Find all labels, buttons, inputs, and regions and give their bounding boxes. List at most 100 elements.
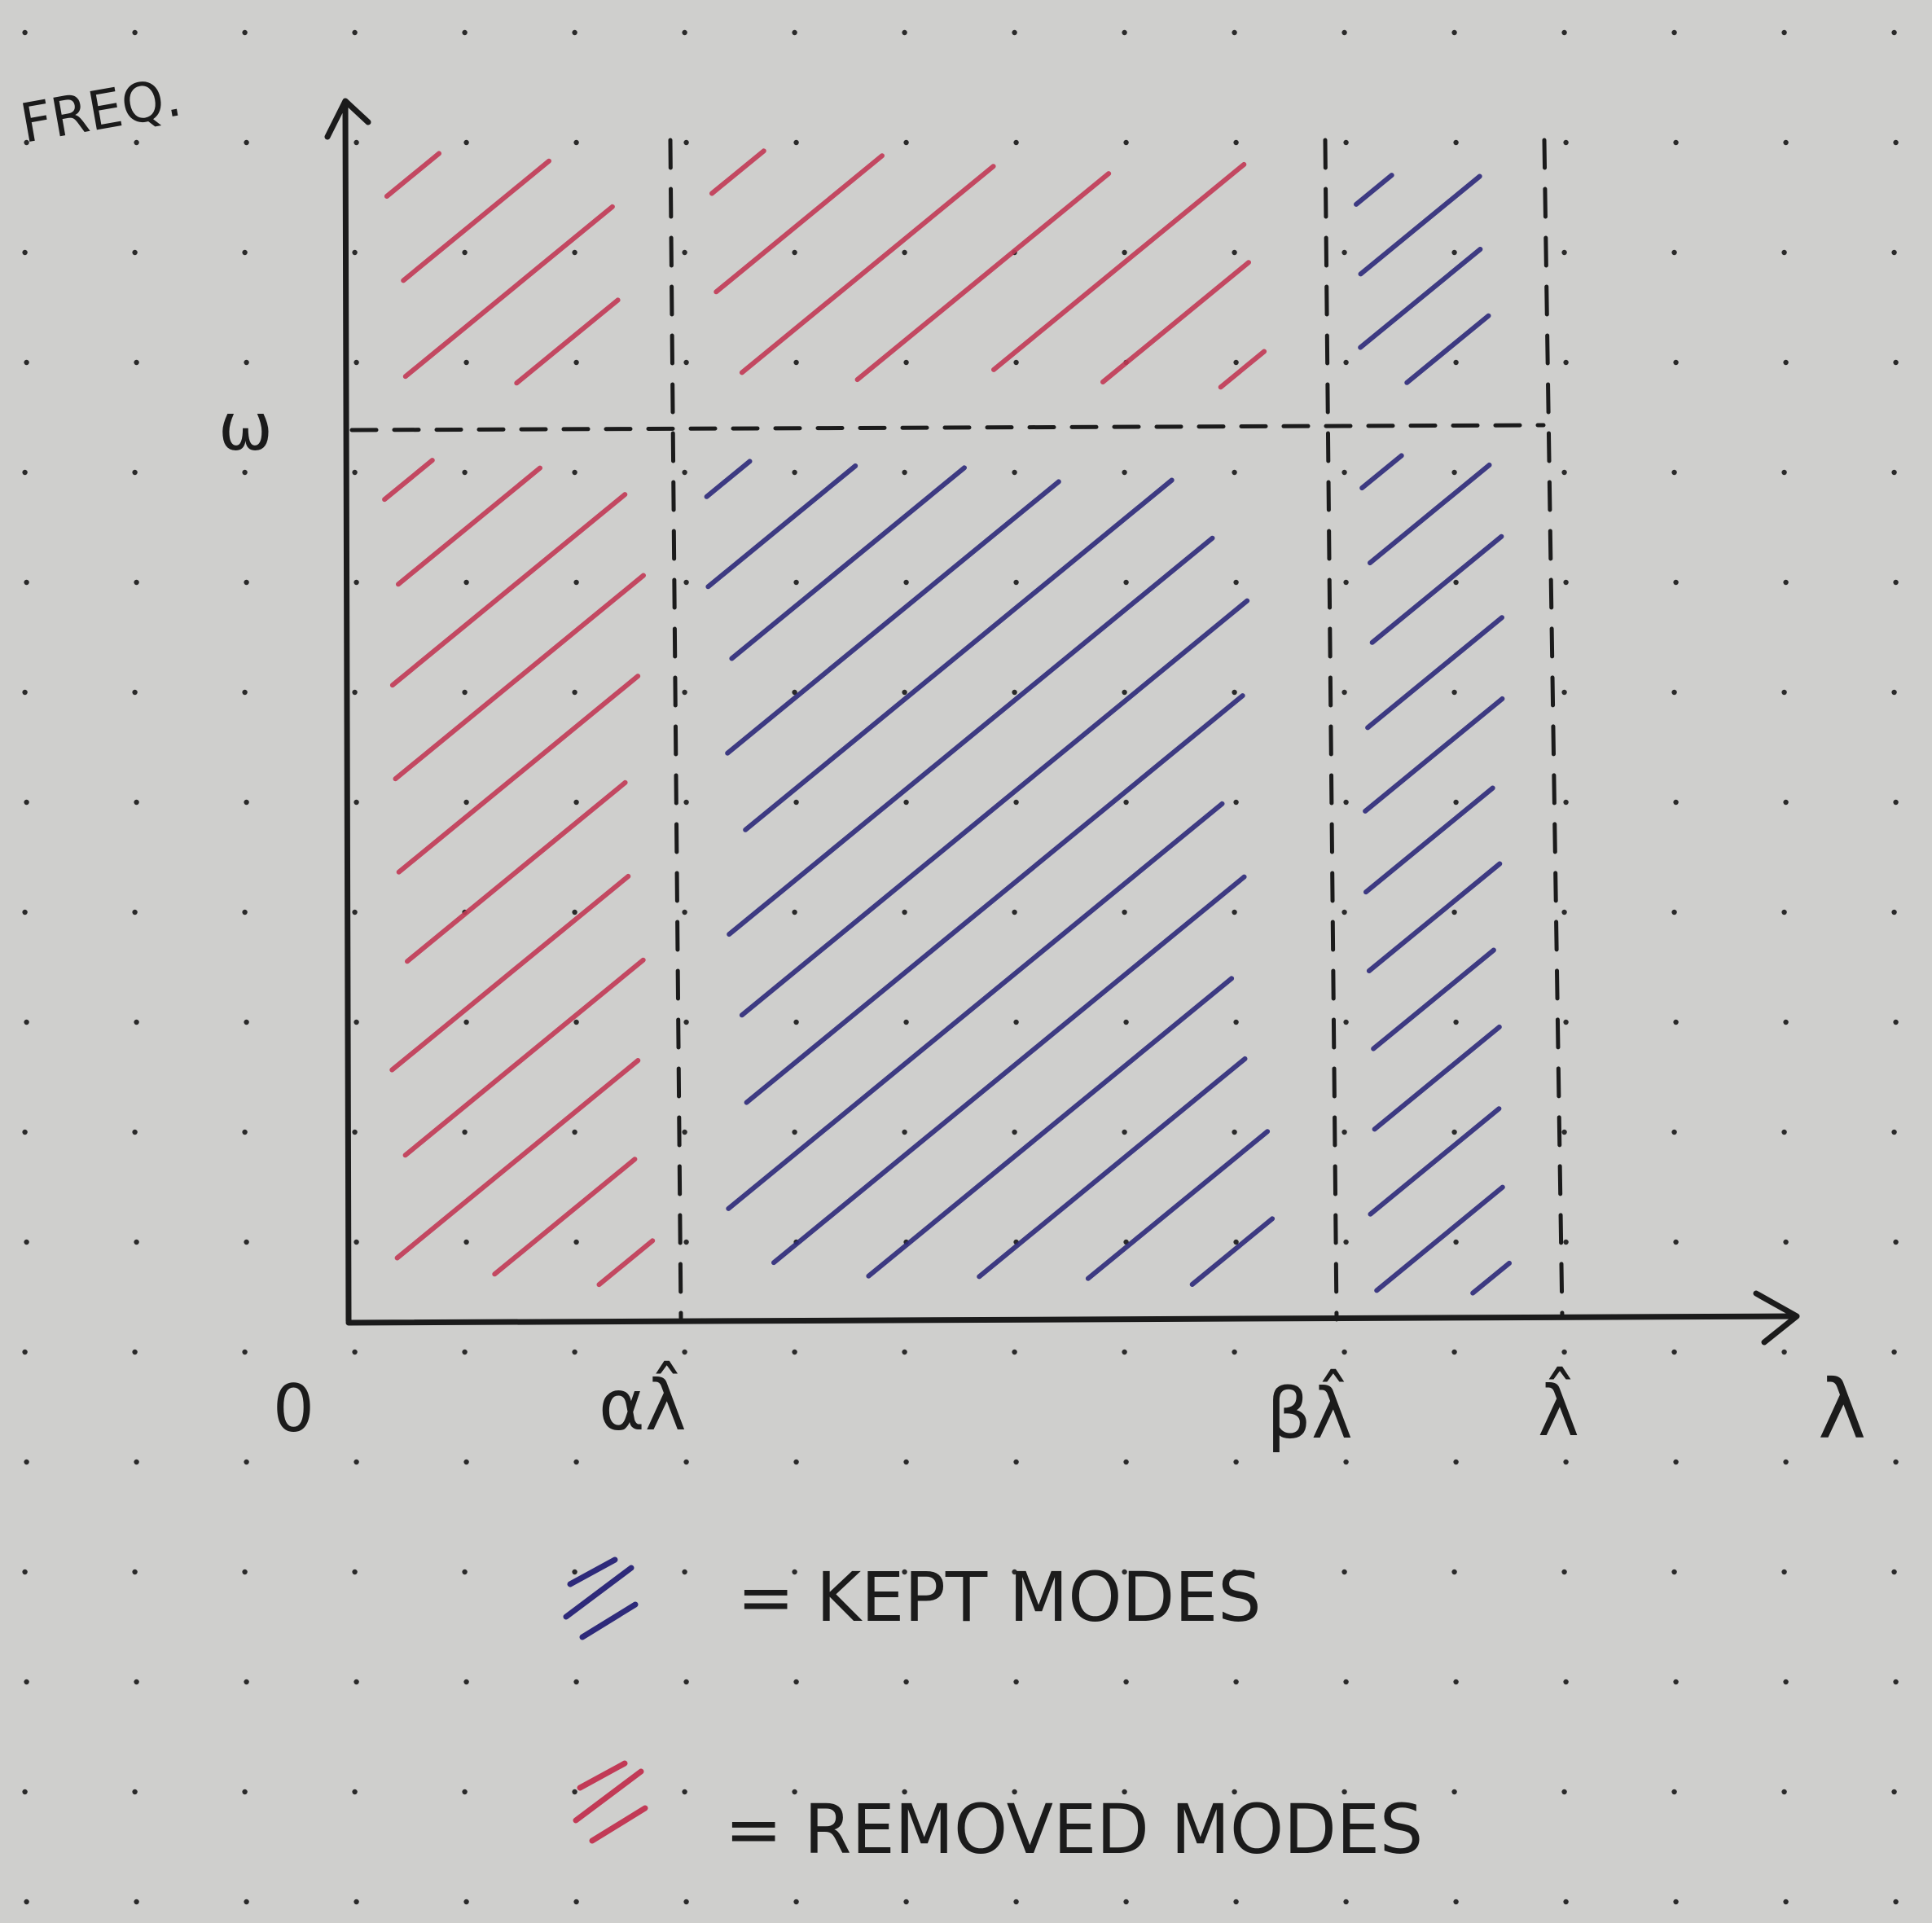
grid-dot: [1673, 139, 1679, 146]
grid-dot: [1123, 139, 1129, 146]
grid-dot: [1233, 1239, 1239, 1245]
grid-dot: [1671, 469, 1677, 476]
grid-dot: [244, 1239, 249, 1245]
grid-dot: [352, 689, 358, 696]
grid-dot: [1671, 689, 1677, 696]
grid-dot: [353, 1459, 359, 1465]
grid-dot: [1343, 579, 1349, 586]
hatch-stroke-kept: [977, 1056, 1248, 1280]
grid-dot: [1451, 689, 1457, 696]
grid-dot: [463, 1019, 469, 1025]
omega-label: ω: [218, 389, 273, 465]
grid-dot: [1341, 689, 1347, 696]
grid-dot: [242, 1569, 248, 1575]
grid-dot: [903, 799, 909, 806]
grid-dot: [792, 29, 797, 36]
grid-dot: [352, 1569, 358, 1575]
grid-dot: [1451, 469, 1457, 476]
grid-dot: [903, 579, 909, 586]
grid-dot: [242, 909, 248, 915]
grid-dot: [1891, 689, 1897, 696]
grid-dot: [1781, 1129, 1787, 1135]
grid-dot: [1893, 1679, 1899, 1685]
hatch-stroke-removed: [402, 204, 615, 380]
grid-dot: [242, 1349, 248, 1355]
hatch-stroke-removed: [714, 153, 885, 295]
grid-dot: [134, 1239, 139, 1245]
grid-dot: [1232, 1129, 1237, 1135]
hatch-stroke-kept: [727, 535, 1215, 937]
grid-dot: [1671, 1789, 1677, 1795]
grid-dot: [1673, 359, 1679, 366]
grid-dot: [352, 1789, 358, 1795]
grid-dot: [572, 1789, 577, 1795]
grid-dot: [352, 29, 358, 36]
grid-dot: [1563, 799, 1569, 806]
x-axis-arrowhead: [1753, 1290, 1800, 1346]
grid-dot: [244, 359, 249, 366]
grid-dot: [1563, 359, 1569, 366]
grid-dot: [793, 579, 799, 586]
hatch-stroke-kept: [1470, 1260, 1512, 1296]
grid-dot: [1013, 359, 1019, 366]
legend-kept-swatch: [563, 1556, 639, 1640]
grid-dot: [683, 1239, 689, 1245]
grid-dot: [353, 1679, 359, 1685]
grid-dot: [682, 1129, 687, 1135]
grid-dot: [1123, 1899, 1129, 1905]
hatch-stroke-removed: [396, 465, 542, 587]
grid-dot: [572, 1129, 577, 1135]
grid-dot: [1232, 469, 1237, 476]
grid-dot: [242, 689, 248, 696]
grid-dot: [1781, 249, 1787, 256]
hatch-stroke-removed: [389, 492, 628, 688]
grid-dot: [1563, 139, 1569, 146]
hatch-kept-high-lambda-high-freq: [1354, 173, 1491, 385]
grid-dot: [572, 469, 577, 476]
legend-hatch-stroke-removed: [573, 1768, 644, 1824]
legend-hatch-stroke-kept: [579, 1601, 639, 1640]
grid-dot: [134, 1899, 139, 1905]
hatch-stroke-removed: [991, 161, 1247, 372]
grid-dot: [1781, 1569, 1787, 1575]
grid-dot: [242, 29, 248, 36]
hatch-stroke-removed: [739, 164, 996, 375]
hatch-stroke-kept: [1371, 947, 1496, 1052]
grid-dot: [353, 359, 359, 366]
grid-dot: [1122, 29, 1127, 36]
hatch-stroke-removed: [402, 957, 646, 1158]
grid-dot: [1232, 1789, 1237, 1795]
hatch-stroke-kept: [1368, 462, 1492, 566]
hatch-stroke-kept: [743, 477, 1175, 832]
grid-dot: [682, 689, 687, 696]
grid-dot: [1343, 1239, 1349, 1245]
hatch-stroke-removed: [1218, 349, 1267, 390]
grid-dot: [1341, 249, 1347, 256]
grid-dot: [1563, 1239, 1569, 1245]
grid-dot: [792, 909, 797, 915]
grid-dot: [683, 1019, 689, 1025]
grid-dot: [24, 799, 29, 806]
hatch-stroke-removed: [854, 171, 1112, 383]
grid-dot: [462, 249, 468, 256]
grid-dot: [682, 1789, 687, 1795]
grid-dot: [1671, 909, 1677, 915]
grid-dot: [1561, 29, 1567, 36]
grid-dot: [1563, 1679, 1569, 1685]
hatch-stroke-kept: [1359, 453, 1404, 491]
grid-dot: [683, 799, 689, 806]
grid-dot: [353, 579, 359, 586]
hatch-stroke-removed: [382, 458, 435, 503]
hatch-kept-high-lambda-low-freq: [1359, 453, 1512, 1296]
grid-dot: [1891, 1789, 1897, 1795]
grid-dot: [244, 139, 249, 146]
grid-dot: [1891, 1129, 1897, 1135]
hatch-stroke-removed: [396, 674, 641, 875]
grid-dot: [22, 249, 28, 256]
grid-dot: [573, 359, 579, 366]
alpha-lambda-dashed-line: [668, 138, 683, 1320]
grid-dot: [22, 29, 28, 36]
grid-dot: [352, 469, 358, 476]
grid-dot: [1891, 29, 1897, 36]
